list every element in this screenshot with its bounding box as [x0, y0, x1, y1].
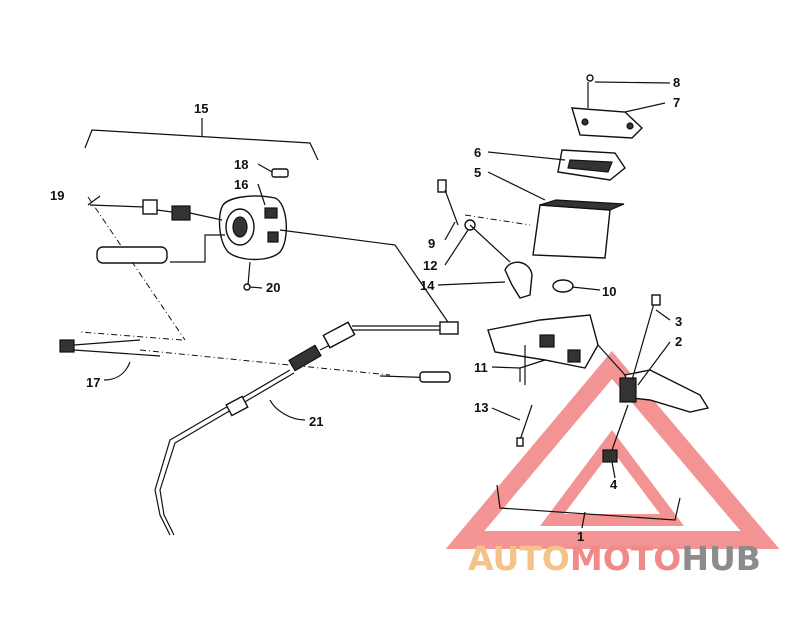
bracket-15 [84, 118, 319, 161]
watermark-moto: MOTO [570, 539, 681, 578]
callout-18: 18 [234, 157, 248, 172]
callout-6: 6 [474, 145, 481, 160]
callout-16: 16 [234, 177, 248, 192]
callout-9: 9 [428, 236, 435, 251]
throttle-cable [154, 321, 459, 536]
callout-11: 11 [474, 360, 488, 375]
callout-8: 8 [673, 75, 680, 90]
callout-3: 3 [675, 314, 682, 329]
screw-13 [516, 404, 533, 447]
callout-20: 20 [266, 280, 280, 295]
callout-labels: 1 2 3 4 5 6 7 8 9 10 11 12 13 14 15 16 1… [50, 75, 682, 544]
leader-lines [87, 81, 671, 479]
watermark-logo: AUTOMOTOHUB [468, 539, 761, 578]
callout-4: 4 [610, 477, 618, 492]
master-cylinder [532, 74, 644, 293]
callout-14: 14 [420, 278, 435, 293]
callout-2: 2 [675, 334, 682, 349]
callout-13: 13 [474, 400, 488, 415]
lever-assembly [602, 294, 710, 463]
guide-lines [79, 196, 531, 376]
watermark-auto: AUTO [468, 539, 570, 578]
callout-21: 21 [309, 414, 323, 429]
bolt-washer-clamp [437, 179, 533, 299]
switch-housing [96, 195, 451, 326]
callout-19: 19 [50, 188, 64, 203]
callout-15: 15 [194, 101, 208, 116]
callout-10: 10 [602, 284, 616, 299]
callout-17: 17 [86, 375, 100, 390]
brake-lever-body [487, 314, 626, 385]
watermark-hub: HUB [681, 539, 761, 578]
callout-7: 7 [673, 95, 680, 110]
watermark-triangle [445, 351, 780, 549]
callout-5: 5 [474, 165, 481, 180]
wire-harness [59, 339, 161, 357]
callout-12: 12 [423, 258, 437, 273]
svg-text:AUTOMOTOHUB: AUTOMOTOHUB [468, 539, 761, 578]
bracket-1 [496, 484, 681, 529]
callout-1: 1 [577, 529, 584, 544]
